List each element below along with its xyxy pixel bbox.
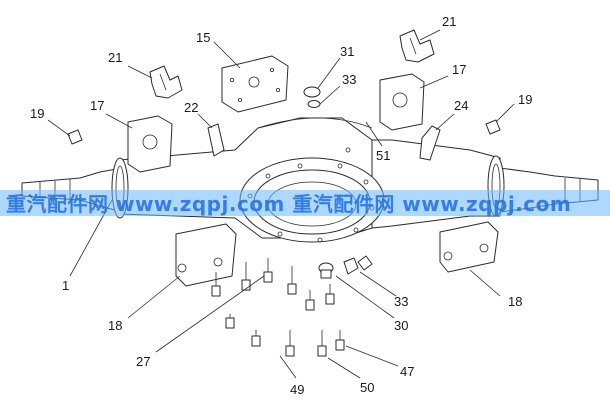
- callout-19-right: 19: [518, 92, 532, 107]
- callout-21-right: 21: [442, 14, 456, 29]
- seal-ring-upper: [303, 86, 321, 108]
- callout-19-left: 19: [30, 106, 44, 121]
- drain-plug: [318, 262, 334, 279]
- bolt: [285, 330, 295, 357]
- callout-24: 24: [454, 98, 468, 113]
- callout-18-left: 18: [108, 318, 122, 333]
- callout-1: 1: [62, 278, 69, 293]
- callout-49: 49: [290, 382, 304, 397]
- leader-lines: [47, 29, 515, 379]
- bolt-set: [211, 258, 345, 357]
- bolt: [305, 290, 315, 311]
- axle-housing: [21, 117, 599, 243]
- spring-seat-right: [379, 73, 425, 131]
- bolt: [263, 258, 273, 283]
- clip-right: [399, 29, 435, 63]
- callout-18-right: 18: [508, 294, 522, 309]
- callout-33-upper: 33: [342, 72, 356, 87]
- cover-plate: [221, 55, 289, 113]
- block-left: [67, 129, 83, 145]
- callout-labels: 15 31 21 21 33 17 17 19 19 22 24 51 1 18…: [30, 14, 532, 397]
- callout-50: 50: [360, 380, 374, 395]
- bolt: [287, 266, 297, 295]
- callout-30: 30: [394, 318, 408, 333]
- watermark: 重汽配件网 www.zqpj.com 重汽配件网 www.zqpj.com: [0, 190, 610, 216]
- bracket-right: [419, 125, 441, 161]
- watermark-text: 重汽配件网 www.zqpj.com 重汽配件网 www.zqpj.com: [6, 192, 571, 216]
- clip-left: [149, 65, 183, 99]
- callout-21-left: 21: [108, 50, 122, 65]
- callout-51: 51: [376, 148, 390, 163]
- lower-seat-right: [439, 221, 499, 273]
- bolt: [225, 314, 235, 329]
- lower-seat-left: [175, 223, 237, 287]
- watermark-band: [0, 190, 610, 216]
- block-right: [485, 119, 501, 135]
- lock-clip: [343, 255, 373, 275]
- bracket-left: [207, 123, 225, 157]
- spring-seat-left: [127, 115, 173, 173]
- callout-47: 47: [400, 364, 414, 379]
- callout-27: 27: [136, 354, 150, 369]
- callout-17-right: 17: [452, 62, 466, 77]
- callout-33-lower: 33: [394, 294, 408, 309]
- callout-15: 15: [196, 30, 210, 45]
- callout-17-left: 17: [90, 98, 104, 113]
- callout-22: 22: [184, 100, 198, 115]
- bolt: [317, 330, 327, 357]
- bolt: [325, 284, 335, 305]
- bolt: [211, 272, 221, 297]
- callout-31: 31: [340, 44, 354, 59]
- bolt: [251, 330, 261, 347]
- bolt: [241, 262, 251, 291]
- bolt: [335, 330, 345, 351]
